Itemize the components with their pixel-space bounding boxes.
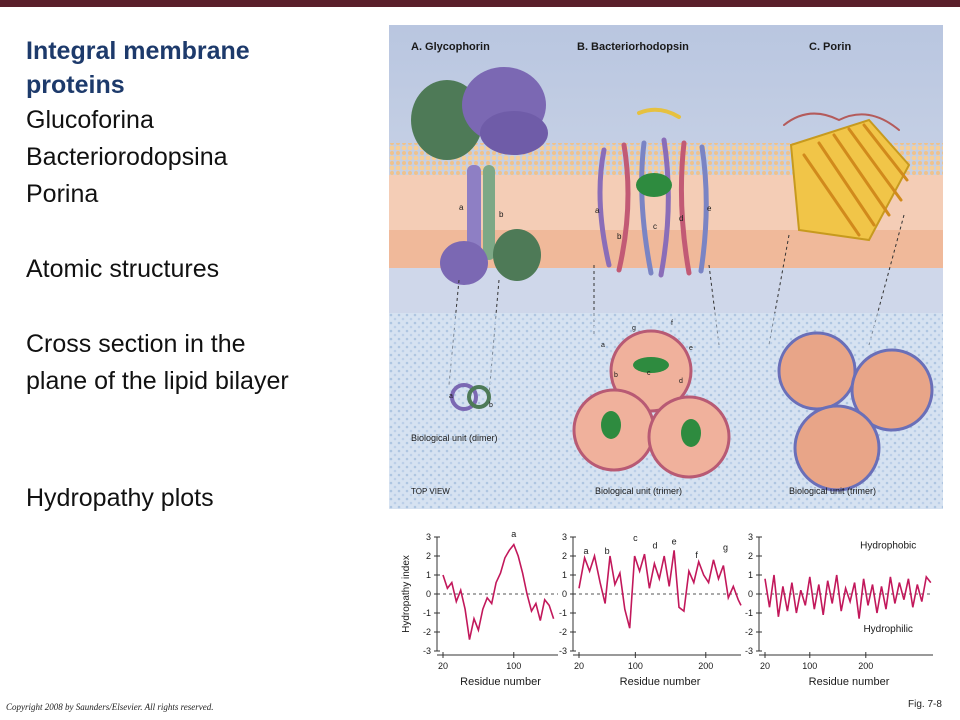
plot-1-x-tick-label: 100 [628, 661, 643, 671]
helix-label-b: b [499, 210, 504, 219]
plot-1-annotation: d [653, 540, 658, 550]
plot-1-y-tick-label: 3 [562, 532, 567, 542]
item-porina: Porina [26, 180, 99, 208]
plot-2-x-label: Residue number [809, 676, 890, 688]
item-glucoforina: Glucoforina [26, 106, 154, 134]
plot-0-y-label: Hydropathy index [401, 555, 412, 633]
plot-1-annotation: e [672, 537, 677, 547]
figure-number: Fig. 7-8 [908, 699, 942, 710]
plot-1-annotation: g [723, 542, 728, 552]
plot-1-x-label: Residue number [620, 676, 701, 688]
unit-label-trimer-c: Biological unit (trimer) [789, 486, 876, 496]
plot-1-annotation: f [695, 550, 698, 560]
plot-0-x-label: Residue number [460, 676, 541, 688]
top-label-ba: a [601, 342, 605, 349]
plot-1-x-tick-label: 20 [574, 661, 584, 671]
top-label-bb: b [614, 372, 618, 379]
panel-title-bacteriorhodopsin: B. Bacteriorhodopsin [577, 41, 689, 53]
plot-2-series-line [764, 574, 932, 619]
bacteriorhodopsin-trimer-top-view: g f a e b c d [572, 320, 731, 479]
cross-section-line-1: Cross section in the [26, 330, 246, 358]
plot-2-annotation: Hydrophilic [863, 624, 912, 635]
slide-heading: Integral membrane proteins [26, 34, 376, 102]
glycophorin-structure: a b [411, 67, 548, 285]
cross-section-line-2: plane of the lipid bilayer [26, 367, 289, 395]
plot-0-annotation: a [511, 529, 516, 539]
top-label-bg: g [632, 325, 636, 332]
plot-1-annotation: c [633, 533, 638, 543]
plot-0-y-tick-label: 3 [426, 532, 431, 542]
top-label-bc: c [647, 370, 651, 377]
plot-2-y-tick-label: -2 [745, 627, 753, 637]
plot-0-x-tick-label: 100 [506, 661, 521, 671]
panel-title-porin: C. Porin [809, 41, 851, 53]
plot-0-y-tick-label: 0 [426, 589, 431, 599]
plot-2-x-tick-label: 20 [760, 661, 770, 671]
helix-label-b-d: d [679, 214, 683, 223]
heading-line-2: proteins [26, 71, 125, 99]
title-bar [0, 0, 960, 7]
plot-1-y-tick-label: 2 [562, 551, 567, 561]
plot-2-y-tick-label: 2 [748, 551, 753, 561]
heading-line-1: Integral membrane [26, 37, 250, 65]
membrane-protein-figure: A. Glycophorin B. Bacteriorhodopsin C. P… [389, 25, 943, 695]
plot-2-y-tick-label: 0 [748, 589, 753, 599]
top-label-bf: f [671, 320, 673, 327]
item-bacteriorodopsina: Bacteriorodopsina [26, 143, 228, 171]
plot-1-y-tick-label: -3 [559, 646, 567, 656]
plot-1-annotation: a [584, 546, 589, 556]
helix-label-b-a: a [595, 206, 600, 215]
porin-trimer-top-view [777, 331, 934, 492]
hydropathy-plots-label: Hydropathy plots [26, 484, 214, 512]
plot-1-y-tick-label: 0 [562, 589, 567, 599]
top-label-bd: d [679, 378, 683, 385]
plot-2-y-tick-label: 3 [748, 532, 753, 542]
plot-2-x-tick-label: 200 [858, 661, 873, 671]
plot-0-y-tick-label: 1 [426, 570, 431, 580]
plot-2-y-tick-label: -3 [745, 646, 753, 656]
helix-label-b-e: e [707, 204, 712, 213]
plot-1-y-tick-label: -1 [559, 608, 567, 618]
panel-title-glycophorin: A. Glycophorin [411, 41, 490, 53]
plot-1-annotation: b [605, 546, 610, 556]
porin-structure [783, 112, 911, 242]
helix-label-b-c: c [653, 222, 657, 231]
unit-label-dimer: Biological unit (dimer) [411, 433, 498, 443]
unit-label-trimer-b: Biological unit (trimer) [595, 486, 682, 496]
helix-label-a: a [459, 203, 464, 212]
plot-0-x-tick-label: 20 [438, 661, 448, 671]
plot-2-y-tick-label: -1 [745, 608, 753, 618]
plot-0-y-tick-label: -2 [423, 627, 431, 637]
slide-text: Integral membrane proteins Glucoforina B… [26, 34, 376, 517]
helix-label-b-b: b [617, 232, 622, 241]
glycophorin-dimer-top-view: a b [449, 383, 493, 411]
plot-0-y-tick-label: 2 [426, 551, 431, 561]
copyright-notice: Copyright 2008 by Saunders/Elsevier. All… [6, 702, 214, 712]
plot-0-y-tick-label: -1 [423, 608, 431, 618]
plot-2-y-tick-label: 1 [748, 570, 753, 580]
atomic-structures-label: Atomic structures [26, 255, 220, 283]
top-label-a: a [449, 393, 453, 400]
plot-1-x-tick-label: 200 [698, 661, 713, 671]
top-label-b: b [489, 402, 493, 409]
plot-1-y-tick-label: -2 [559, 627, 567, 637]
bacteriorhodopsin-structure: a b c d e [595, 107, 712, 278]
plot-0-y-tick-label: -3 [423, 646, 431, 656]
figure-panel: A. Glycophorin B. Bacteriorhodopsin C. P… [389, 25, 943, 695]
plot-1-series-line [578, 550, 742, 629]
plot-0-series-line [442, 543, 555, 640]
top-view-label: TOP VIEW [411, 487, 450, 496]
top-label-be: e [689, 345, 693, 352]
plot-2-annotation: Hydrophobic [860, 540, 916, 551]
plot-1-y-tick-label: 1 [562, 570, 567, 580]
plot-2-x-tick-label: 100 [802, 661, 817, 671]
